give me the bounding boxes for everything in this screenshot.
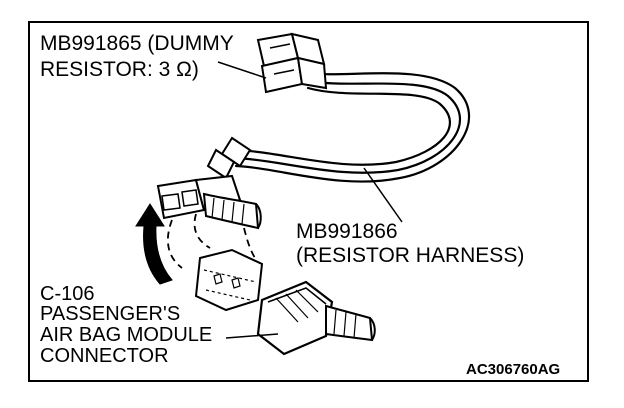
passenger-airbag-module-connector [256, 280, 376, 356]
dummy-resistor-label-line1: MB991865 (DUMMY [40, 32, 234, 55]
intermediate-connector [194, 248, 264, 312]
resistor-harness-label-line2: (RESISTOR HARNESS) [296, 244, 524, 267]
dummy-resistor-label-line2: RESISTOR: 3 Ω) [40, 58, 199, 81]
connector-label-line1: C-106 [40, 283, 94, 305]
figure-code: AC306760AG [466, 361, 560, 378]
harness-cables [234, 70, 470, 183]
connector-label-line4: CONNECTOR [40, 345, 169, 367]
dummy-resistor-leader [217, 61, 267, 79]
connector-label-line3: AIR BAG MODULE [40, 324, 212, 346]
leader-lines [217, 61, 403, 339]
harness-connector [156, 174, 262, 230]
connect-direction-arrow [135, 203, 173, 285]
cable-splice-sleeve [206, 136, 252, 180]
connector-label-line2: PASSENGER'S [40, 303, 180, 325]
connector-leader [225, 333, 279, 339]
resistor-harness-leader [363, 167, 403, 223]
resistor-harness-label-line1: MB991866 [296, 220, 398, 243]
dummy-resistor-connector [256, 32, 328, 94]
